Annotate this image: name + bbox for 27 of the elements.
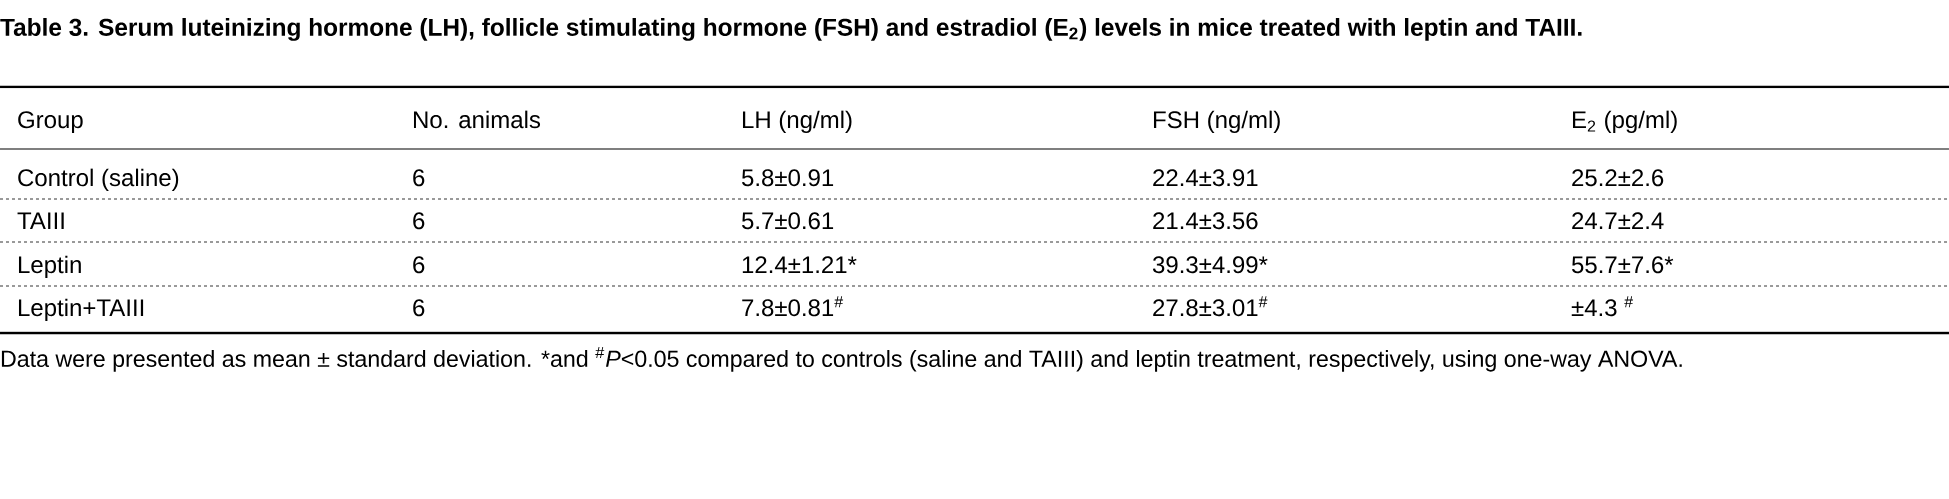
table-cell: 5.7±0.61 [742,212,834,230]
table-cell: ±4.3 $^{#}$ [1571,296,1634,317]
table-cell: 12.4±1.21* [742,256,857,273]
table-cell: 25.2±2.6 [1572,169,1664,187]
table-cell: Leptin+TAIII [19,298,144,321]
column-header: E$_{2}$ (pg/ml) [1573,110,1677,133]
table-cell: Control (saline) [18,168,179,191]
table-cell: 21.4±3.56 [1153,212,1258,230]
table-title: Table 3. Serum luteinizing hormone (LH), follicle stimulating hormone (FSH) and estradiol (E$_{2}$) levels in mice treated with leptin and TAIII. [0,18,1582,41]
table-cell: 6 [413,212,425,230]
column-header: Group [18,111,83,133]
table-cell: 24.7±2.4 [1572,212,1664,229]
column-header: No. animals [414,110,541,129]
table-cell: 6 [413,299,425,317]
table-cell: 39.3±4.99* [1152,256,1268,274]
table-cell: 5.8±0.91 [742,169,834,187]
table-caption: Data were presented as mean ± standard deviation. *and $^{#}$P<0.05 compared to controls (saline and TAIII) and leptin treatment, respectively, using one-way ANOVA. [1,347,1682,372]
table-cell: 22.4±3.91 [1153,169,1258,187]
table-cell: TAIII [17,212,64,229]
table-cell: 27.8±3.01$^{#}$ [1153,296,1268,317]
table-cell: 6 [413,256,425,274]
table-cell: 7.8±0.81$^{#}$ [742,296,844,317]
column-header: FSH (ng/ml) [1154,110,1280,133]
table-cell: 6 [413,169,425,187]
table-cell: Leptin [19,255,81,278]
column-header: LH (ng/ml) [743,110,852,133]
table-cell: 55.7±7.6* [1572,256,1674,274]
